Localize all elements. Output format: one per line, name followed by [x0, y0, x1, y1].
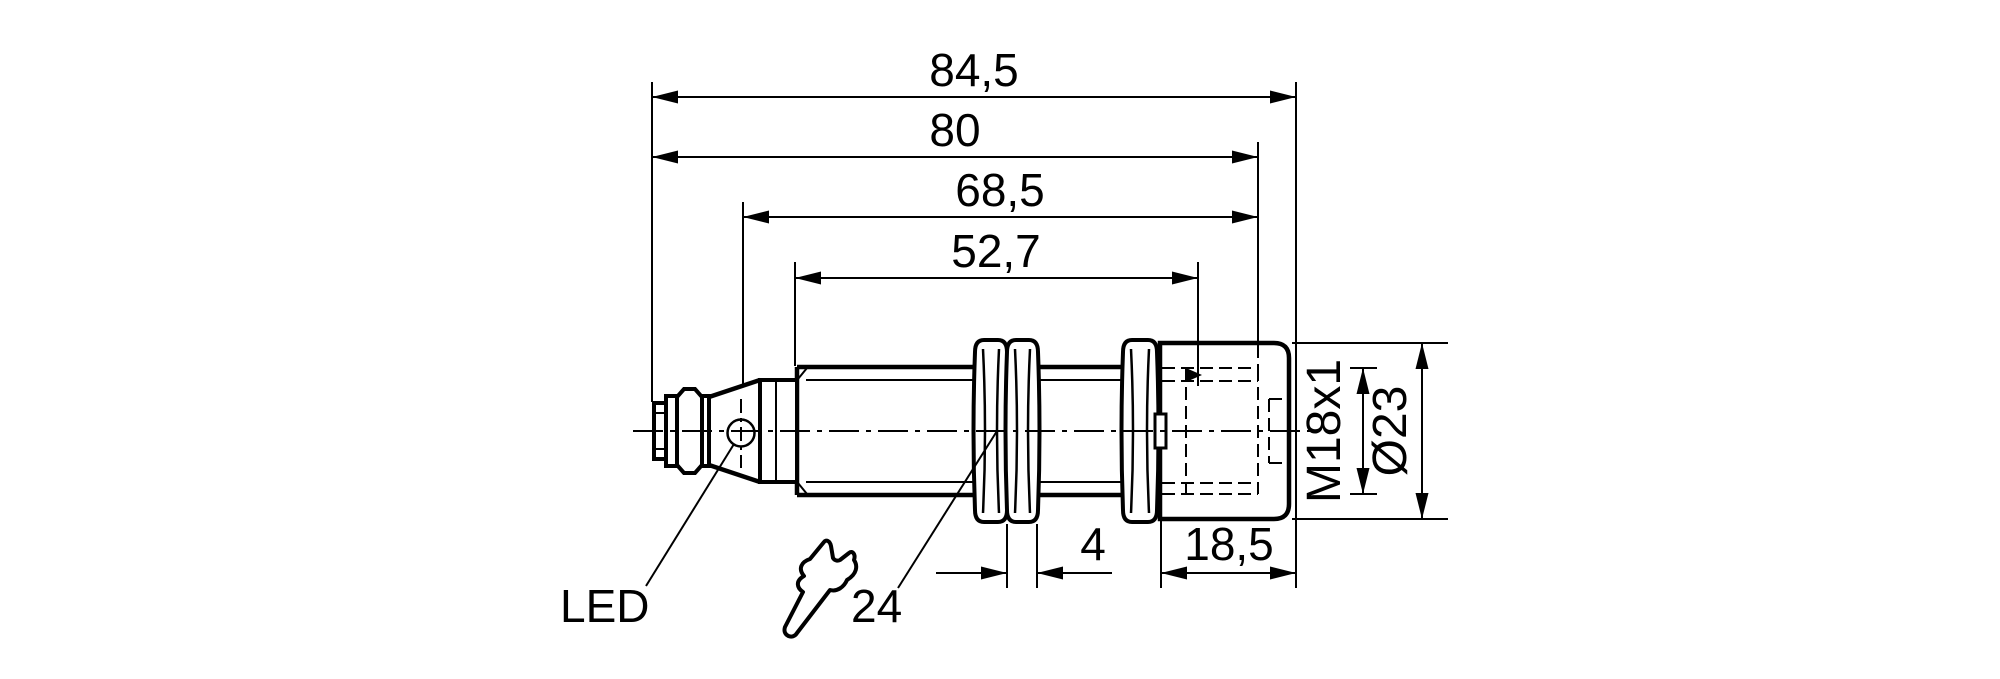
- dim-thread-spec: M18x1: [1298, 359, 1377, 503]
- nut-2: [1003, 338, 1042, 524]
- led-leader-line: [645, 443, 735, 587]
- dim-overall-length: 84,5: [652, 44, 1296, 104]
- dim-head-diameter-label: Ø23: [1364, 386, 1417, 477]
- dim-body-length: 68,5: [743, 164, 1258, 224]
- dim-head-length-label: 18,5: [1184, 518, 1274, 570]
- dim-body-length-label: 68,5: [955, 164, 1045, 216]
- dim-head-length: 18,5: [1161, 518, 1296, 580]
- dim-nut-thickness: 4: [936, 518, 1112, 580]
- led-label: LED: [560, 580, 649, 632]
- led-indicator: LED: [560, 418, 756, 632]
- dim-to-thread-end: 80: [652, 104, 1258, 164]
- wrench-icon: [782, 538, 859, 639]
- thread-end-arrowhead: [1186, 368, 1202, 382]
- dim-to-thread-end-label: 80: [929, 104, 980, 156]
- wrench-annotation: 24: [782, 430, 998, 639]
- dim-nut-thickness-label: 4: [1080, 518, 1106, 570]
- dim-overall-length-label: 84,5: [929, 44, 1019, 96]
- wrench-size-label: 24: [851, 580, 902, 632]
- dim-thread-length: 52,7: [795, 225, 1198, 285]
- dim-thread-length-label: 52,7: [951, 225, 1041, 277]
- extension-lines: [651, 82, 1297, 588]
- center-lines: [633, 399, 1312, 468]
- wrench-leader-line: [897, 430, 998, 589]
- dim-head-diameter: Ø23: [1292, 342, 1448, 520]
- dim-thread-spec-label: M18x1: [1298, 359, 1351, 503]
